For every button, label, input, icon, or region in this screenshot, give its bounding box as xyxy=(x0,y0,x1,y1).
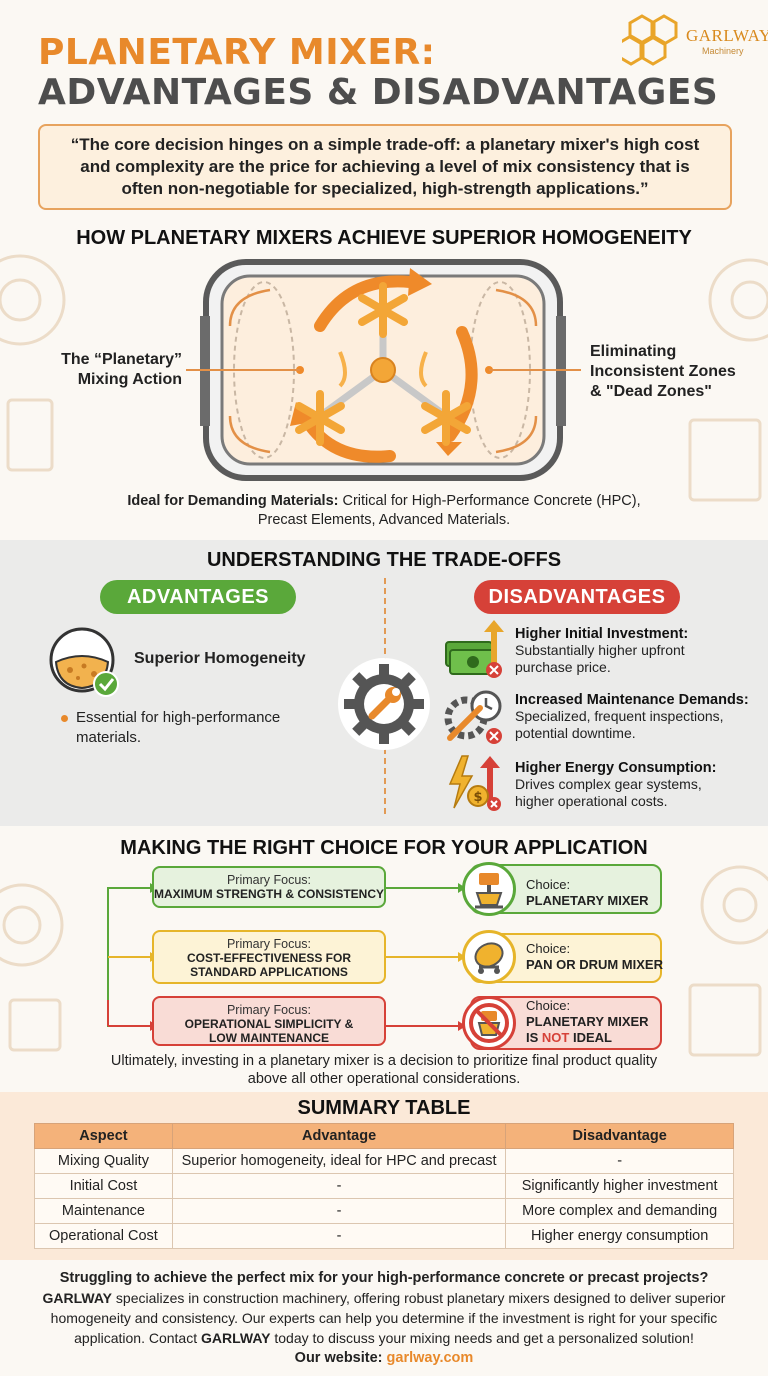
col-disadvantage: Disadvantage xyxy=(505,1123,734,1149)
table-cell: Initial Cost xyxy=(34,1173,173,1199)
key-quote: “The core decision hinges on a simple tr… xyxy=(38,124,732,210)
money-arrow-up-icon xyxy=(445,620,504,678)
advantages-pill: ADVANTAGES xyxy=(100,580,296,614)
choice-not-ideal-text: Choice: PLANETARY MIXER IS NOT IDEAL xyxy=(526,998,649,1045)
right-leader-line xyxy=(489,369,581,371)
col-aspect: Aspect xyxy=(34,1123,173,1149)
planetary-mixer-machine-icon xyxy=(475,873,503,909)
adv-bullet-dot xyxy=(61,715,68,722)
table-cell: - xyxy=(171,1198,507,1224)
choice-pan-icon-frame xyxy=(462,930,516,984)
homogeneous-bowl-icon xyxy=(49,627,119,697)
col-advantage: Advantage xyxy=(171,1123,507,1149)
dis-item-maintenance: Increased Maintenance Demands: Specializ… xyxy=(515,692,749,741)
summary-heading: SUMMARY TABLE xyxy=(297,1097,471,1119)
homogeneity-heading: HOW PLANETARY MIXERS ACHIEVE SUPERIOR HO… xyxy=(76,227,692,249)
choice-planetary-text: Choice: PLANETARY MIXER xyxy=(526,877,649,908)
garlway-logo-icon xyxy=(622,14,678,66)
disadvantages-pill: DISADVANTAGES xyxy=(474,580,680,614)
energy-cost-icon: $ xyxy=(448,755,501,811)
left-leader-line xyxy=(186,369,300,371)
table-cell: Mixing Quality xyxy=(34,1148,173,1174)
tradeoffs-heading: UNDERSTANDING THE TRADE-OFFS xyxy=(206,549,562,571)
summary-table: Aspect Advantage Disadvantage Mixing Qua… xyxy=(34,1123,734,1249)
call-to-action: Struggling to achieve the perfect mix fo… xyxy=(42,1270,726,1346)
table-cell: Significantly higher investment xyxy=(505,1173,734,1199)
logo-name: GARLWAY xyxy=(686,26,768,45)
ideal-materials-note: Ideal for Demanding Materials: Critical … xyxy=(127,493,641,528)
choice-planetary-icon-frame xyxy=(462,862,516,916)
eliminating-zones-label: Eliminating Inconsistent Zones & "Dead Z… xyxy=(590,343,736,400)
planetary-action-label: The “Planetary” Mixing Action xyxy=(61,351,182,388)
table-row: Mixing Quality Superior homogeneity, ide… xyxy=(34,1148,734,1174)
choice-not-ideal-icon-frame xyxy=(462,996,516,1050)
decision-heading: MAKING THE RIGHT CHOICE FOR YOUR APPLICA… xyxy=(120,837,648,859)
prohibited-mixer-icon xyxy=(469,1003,509,1043)
table-row: Operational Cost - Higher energy consump… xyxy=(34,1223,734,1249)
dis-item-investment: Higher Initial Investment: Substantially… xyxy=(515,626,689,675)
table-cell: Operational Cost xyxy=(34,1223,173,1249)
focus-strength-box: Primary Focus: MAXIMUM STRENGTH & CONSIS… xyxy=(152,866,386,908)
table-cell: - xyxy=(505,1148,734,1174)
table-cell: Maintenance xyxy=(34,1198,173,1224)
page-title-line2: ADVANTAGES & DISADVANTAGES xyxy=(38,72,719,113)
focus-cost-box: Primary Focus: COST-EFFECTIVENESS FOR ST… xyxy=(152,930,386,984)
table-cell: Superior homogeneity, ideal for HPC and … xyxy=(171,1148,507,1174)
adv-title: Superior Homogeneity xyxy=(134,650,306,667)
focus-simplicity-box: Primary Focus: OPERATIONAL SIMPLICITY & … xyxy=(152,996,386,1046)
wrench-clock-icon xyxy=(444,690,502,744)
table-cell: - xyxy=(171,1223,507,1249)
table-cell: More complex and demanding xyxy=(505,1198,734,1224)
adv-bullet-text: Essential for high-performance materials… xyxy=(76,709,281,746)
dis-item-energy: Higher Energy Consumption: Drives comple… xyxy=(515,760,717,809)
website-line: Our website: garlway.com xyxy=(294,1350,474,1366)
gear-wrench-icon xyxy=(338,658,430,750)
logo-subtitle: Machinery xyxy=(702,46,744,56)
table-cell: - xyxy=(171,1173,507,1199)
svg-text:$: $ xyxy=(473,790,482,805)
summary-header-row: Aspect Advantage Disadvantage xyxy=(34,1123,734,1149)
table-cell: Higher energy consumption xyxy=(505,1223,734,1249)
website-link[interactable]: garlway.com xyxy=(386,1350,474,1366)
page-title-line1: PLANETARY MIXER: xyxy=(38,32,436,73)
table-row: Maintenance - More complex and demanding xyxy=(34,1198,734,1224)
drum-mixer-icon xyxy=(474,942,504,974)
choice-pan-drum-text: Choice: PAN OR DRUM MIXER xyxy=(526,941,663,972)
table-row: Initial Cost - Significantly higher inve… xyxy=(34,1173,734,1199)
ultimately-statement: Ultimately, investing in a planetary mix… xyxy=(110,1053,658,1087)
